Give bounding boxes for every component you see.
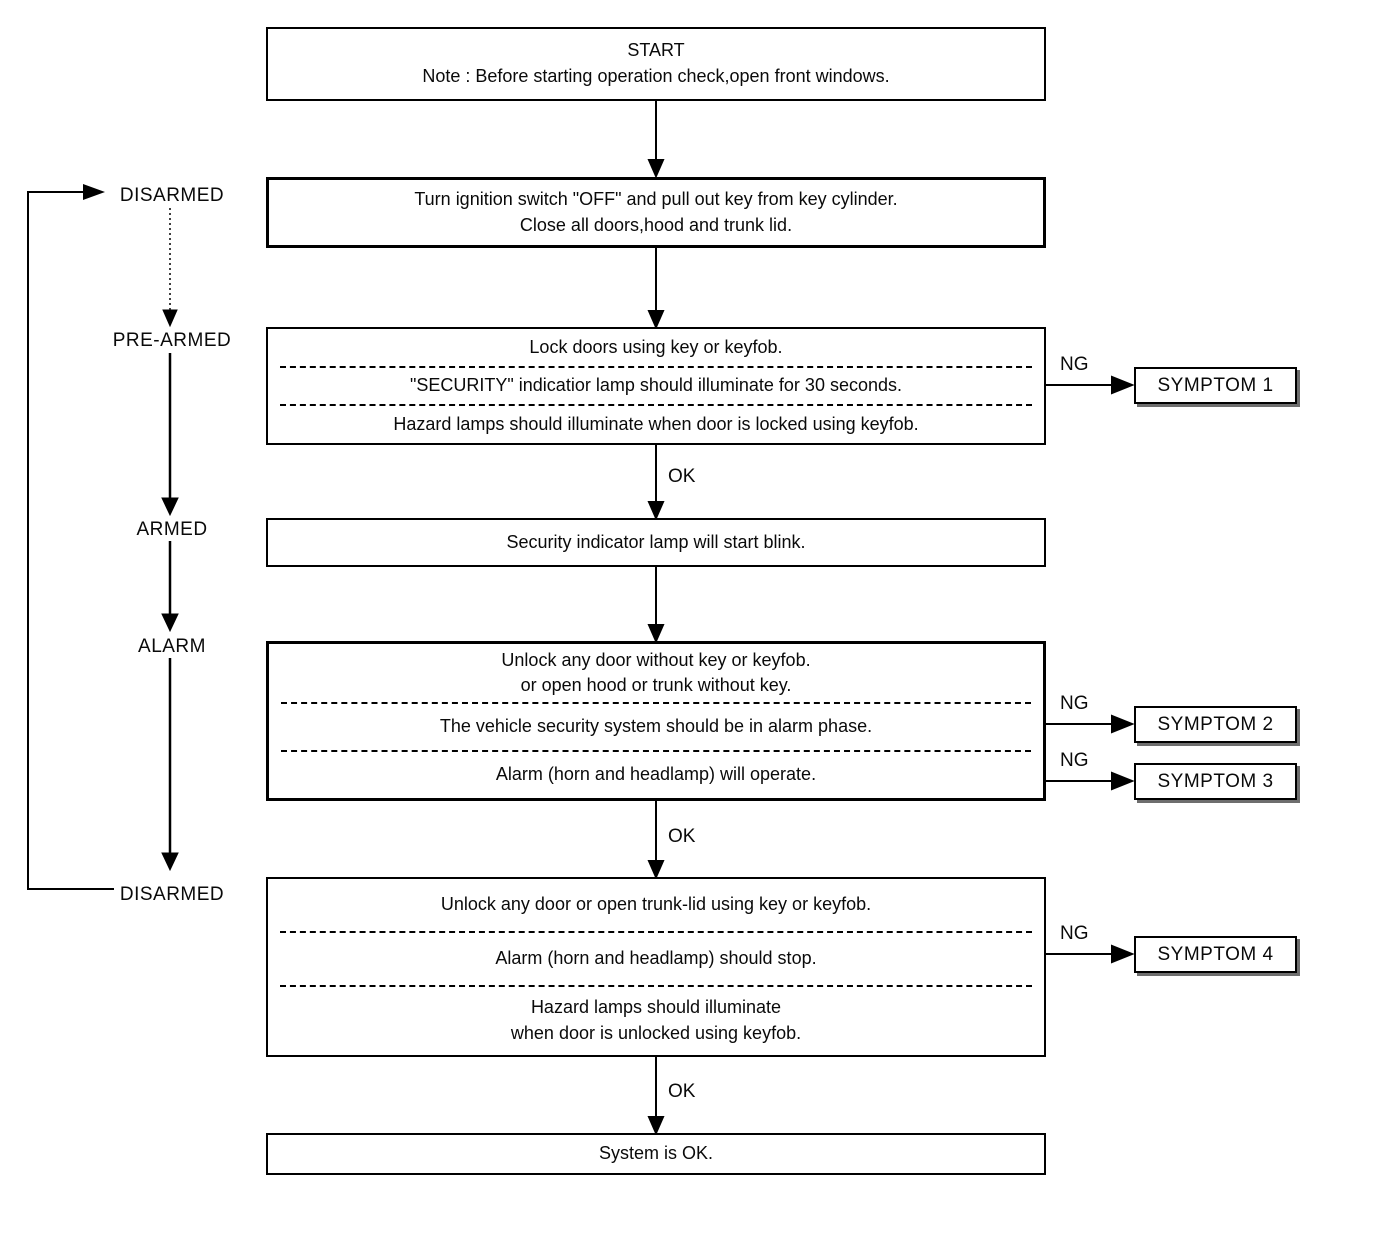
disarm-row2: Alarm (horn and headlamp) should stop. (495, 947, 817, 968)
dashed-divider (281, 702, 1031, 705)
start-title: START (627, 40, 685, 61)
ignition-line2: Close all doors,hood and trunk lid. (519, 214, 793, 235)
alarm-phase-row3: Alarm (horn and headlamp) will operate. (495, 764, 817, 785)
system-ok-box: System is OK. (266, 1133, 1046, 1175)
alarm-phase-box: Unlock any door without key or keyfob. o… (266, 641, 1046, 801)
arrowhead-ng-symptom1 (1111, 375, 1135, 395)
disarm-row3-line1: Hazard lamps should illuminate (530, 997, 782, 1018)
lock-doors-row2: "SECURITY" indicatior lamp should illumi… (410, 375, 902, 396)
ng-label-4: NG (1060, 923, 1089, 944)
ignition-box: Turn ignition switch "OFF" and pull out … (266, 177, 1046, 248)
indicator-blink-text: Security indicator lamp will start blink… (506, 531, 806, 552)
dashed-divider (280, 404, 1032, 407)
ng-label-1: NG (1060, 354, 1089, 375)
state-label-alarm: ALARM (138, 636, 206, 657)
arrowhead-start-to-ignition (647, 159, 665, 179)
alarm-phase-row2: The vehicle security system should be in… (439, 716, 873, 737)
arrowhead-alarm-to-disarm (647, 860, 665, 880)
alarm-phase-row1-line2: or open hood or trunk without key. (520, 675, 792, 696)
arrowhead-loop-disarmed (83, 184, 105, 200)
loop-disarmed-return-line (27, 191, 114, 890)
lock-doors-box: Lock doors using key or keyfob. "SECURIT… (266, 327, 1046, 445)
start-note: Note : Before starting operation check,o… (422, 66, 890, 86)
state-label-pre-armed: PRE-ARMED (112, 330, 232, 351)
ok-label-2: OK (668, 826, 696, 847)
state-label-armed: ARMED (136, 519, 208, 540)
symptom-2-box: SYMPTOM 2 (1134, 706, 1297, 743)
alarm-phase-row1: Unlock any door without key or keyfob. o… (269, 644, 1043, 702)
arrowhead-disarm-to-systemok (647, 1116, 665, 1136)
ok-label-1: OK (668, 466, 696, 487)
ng-label-3: NG (1060, 750, 1089, 771)
arrowhead-alarm-to-disarmed (161, 852, 179, 872)
dashed-divider (280, 930, 1032, 933)
dashed-divider (280, 365, 1032, 368)
arrowhead-disarmed-to-prearmed (162, 309, 178, 328)
state-label-disarmed-bottom: DISARMED (119, 884, 225, 905)
start-box: START Note : Before starting operation c… (266, 27, 1046, 101)
dashed-divider (280, 984, 1032, 987)
ng-label-2: NG (1060, 693, 1089, 714)
indicator-blink-box: Security indicator lamp will start blink… (266, 518, 1046, 567)
system-ok-text: System is OK. (598, 1143, 714, 1164)
arrowhead-lock-to-blink (647, 501, 665, 521)
symptom-3-box: SYMPTOM 3 (1134, 763, 1297, 800)
arrowhead-ng-symptom4 (1111, 944, 1135, 964)
arrowhead-prearmed-to-armed (161, 497, 179, 517)
disarm-row3-line2: when door is unlocked using keyfob. (510, 1022, 802, 1043)
dashed-divider (281, 750, 1031, 753)
alarm-phase-row1-line1: Unlock any door without key or keyfob. (501, 649, 811, 670)
disarm-row3: Hazard lamps should illuminate when door… (268, 987, 1044, 1055)
arrowhead-ng-symptom2 (1111, 714, 1135, 734)
disarm-row1: Unlock any door or open trunk-lid using … (440, 894, 872, 915)
ignition-line1: Turn ignition switch "OFF" and pull out … (414, 188, 898, 209)
arrowhead-ignition-to-lock (647, 310, 665, 330)
lock-doors-row3: Hazard lamps should illuminate when door… (393, 413, 919, 434)
symptom-1-box: SYMPTOM 1 (1134, 367, 1297, 404)
state-label-disarmed-top: DISARMED (119, 185, 225, 206)
ok-label-3: OK (668, 1081, 696, 1102)
disarm-box: Unlock any door or open trunk-lid using … (266, 877, 1046, 1057)
arrowhead-armed-to-alarm (161, 613, 179, 633)
symptom-4-box: SYMPTOM 4 (1134, 936, 1297, 973)
lock-doors-row1: Lock doors using key or keyfob. (529, 336, 783, 357)
arrowhead-ng-symptom3 (1111, 771, 1135, 791)
arrowhead-blink-to-alarm (647, 624, 665, 644)
